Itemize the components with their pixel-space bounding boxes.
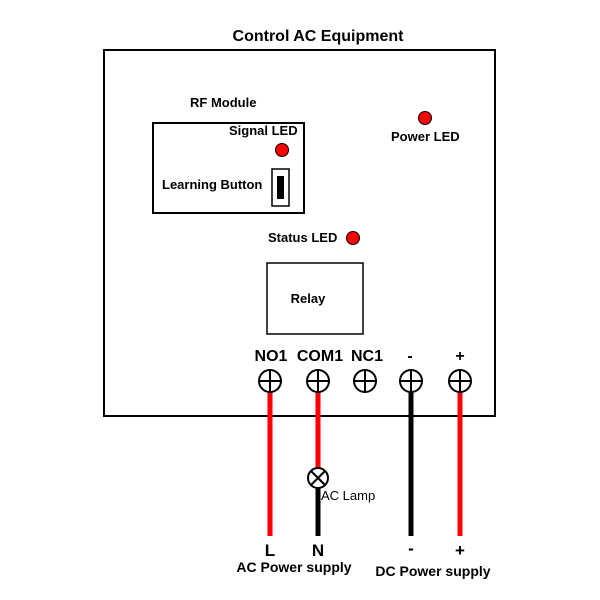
terminal-screw-icon[interactable] — [448, 369, 472, 393]
signal-led-icon — [275, 143, 289, 157]
relay-label: Relay — [291, 291, 326, 306]
terminal-label-com1: COM1 — [297, 348, 343, 365]
terminal-label-no1: NO1 — [255, 348, 288, 365]
pole-label-dc-plus: + — [455, 541, 465, 560]
terminal-label-nc1: NC1 — [351, 348, 383, 365]
lamp-label: AC Lamp — [321, 488, 375, 503]
power-led-label: Power LED — [391, 129, 460, 144]
relay-box — [266, 262, 364, 335]
terminal-screw-icon[interactable] — [258, 369, 282, 393]
terminal-screw-icon[interactable] — [353, 369, 377, 393]
dc-supply-label: DC Power supply — [375, 563, 490, 579]
terminal-screw-icon[interactable] — [399, 369, 423, 393]
controller-box — [103, 49, 496, 417]
pole-label-n: N — [312, 541, 324, 560]
status-led-icon — [346, 231, 360, 245]
power-led-icon — [418, 111, 432, 125]
ac-supply-label: AC Power supply — [236, 559, 351, 575]
terminal-screw-icon[interactable] — [306, 369, 330, 393]
learning-button-icon[interactable] — [271, 168, 290, 207]
pole-label-l: L — [265, 541, 275, 560]
pole-label-dc-minus: - — [408, 539, 414, 558]
terminal-label-plus: + — [455, 348, 464, 365]
terminal-label-minus: - — [407, 348, 412, 365]
status-led-label: Status LED — [268, 230, 337, 245]
lamp-icon — [307, 467, 329, 489]
signal-led-label: Signal LED — [229, 123, 298, 138]
diagram-title: Control AC Equipment — [233, 28, 405, 45]
learning-button-label: Learning Button — [162, 177, 262, 192]
rf-module-label: RF Module — [190, 95, 256, 110]
